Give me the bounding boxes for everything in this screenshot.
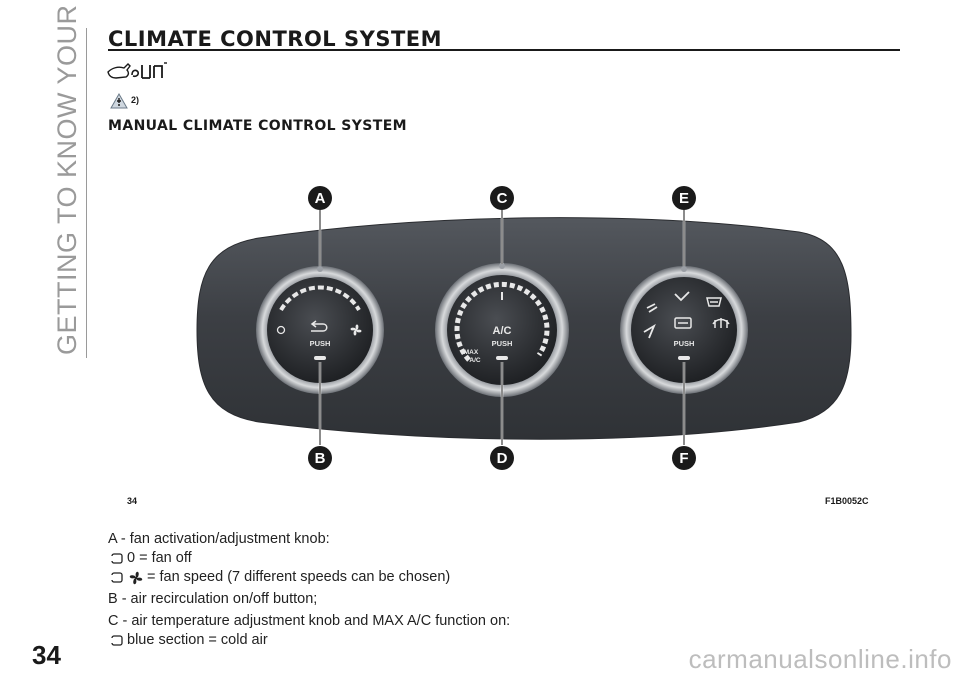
temperature-knob[interactable]: A/C PUSH MAX A/C — [435, 263, 569, 397]
figure-code: F1B0052C — [825, 496, 869, 506]
vent-icon — [643, 291, 690, 339]
side-tab-label: GETTING TO KNOW YOUR CAR — [52, 0, 82, 355]
line-text: = fan speed (7 different speeds can be c… — [147, 569, 451, 585]
body-bullet-line: blue section = cold air — [108, 631, 888, 650]
body-line: A - fan activation/adjustment knob: — [108, 530, 888, 549]
section-title: CLIMATE CONTROL SYSTEM — [108, 27, 443, 51]
line-text: 0 = fan off — [127, 550, 192, 566]
section-subtitle: MANUAL CLIMATE CONTROL SYSTEM — [108, 118, 407, 134]
callout-a: A — [315, 190, 326, 207]
bullet-icon — [111, 553, 123, 564]
fan-knob-push-label: PUSH — [310, 339, 331, 348]
distribution-knob[interactable]: PUSH — [620, 266, 748, 394]
body-text: A - fan activation/adjustment knob: 0 = … — [108, 530, 888, 650]
line-text: blue section = cold air — [127, 632, 268, 648]
ac-label: A/C — [493, 325, 512, 337]
callout-e: E — [679, 190, 689, 207]
pointing-hand-icon — [107, 62, 167, 79]
figure-page-label: 34 — [127, 496, 138, 506]
line-text: B - air recirculation on/off button; — [108, 591, 318, 607]
max-label-line1: MAX — [464, 349, 479, 356]
title-rule — [108, 49, 900, 51]
warning-reference: 2) — [131, 95, 140, 105]
fan-icon — [350, 324, 362, 336]
callout-f: F — [679, 450, 688, 467]
watermark: carmanualsonline.info — [688, 644, 952, 674]
distribution-push-label: PUSH — [674, 339, 695, 348]
callout-b: B — [315, 450, 326, 467]
line-text: C - air temperature adjustment knob and … — [108, 613, 511, 629]
fan-icon — [129, 571, 143, 584]
climate-control-figure: PUSH A/C PUSH MAX A/C PUSH — [196, 186, 852, 470]
ac-push-label: PUSH — [492, 339, 513, 348]
callout-c: C — [497, 190, 508, 207]
warning-icon — [110, 93, 128, 109]
bullet-icon — [111, 635, 123, 646]
recirculation-icon — [310, 320, 328, 332]
side-rule — [86, 28, 87, 358]
fan-knob[interactable]: PUSH — [256, 266, 384, 394]
callout-d: D — [497, 450, 508, 467]
line-text: A - fan activation/adjustment knob: — [108, 531, 330, 547]
side-tab: GETTING TO KNOW YOUR CAR — [52, 0, 86, 360]
page-number: 34 — [32, 640, 61, 670]
body-bullet-line: 0 = fan off — [108, 549, 888, 568]
defrost-icon — [674, 297, 730, 329]
max-label-line2: A/C — [469, 357, 481, 364]
body-line: B - air recirculation on/off button; — [108, 590, 888, 609]
body-bullet-line: = fan speed (7 different speeds can be c… — [108, 568, 888, 587]
body-line: C - air temperature adjustment knob and … — [108, 612, 888, 631]
bullet-icon — [111, 572, 123, 583]
